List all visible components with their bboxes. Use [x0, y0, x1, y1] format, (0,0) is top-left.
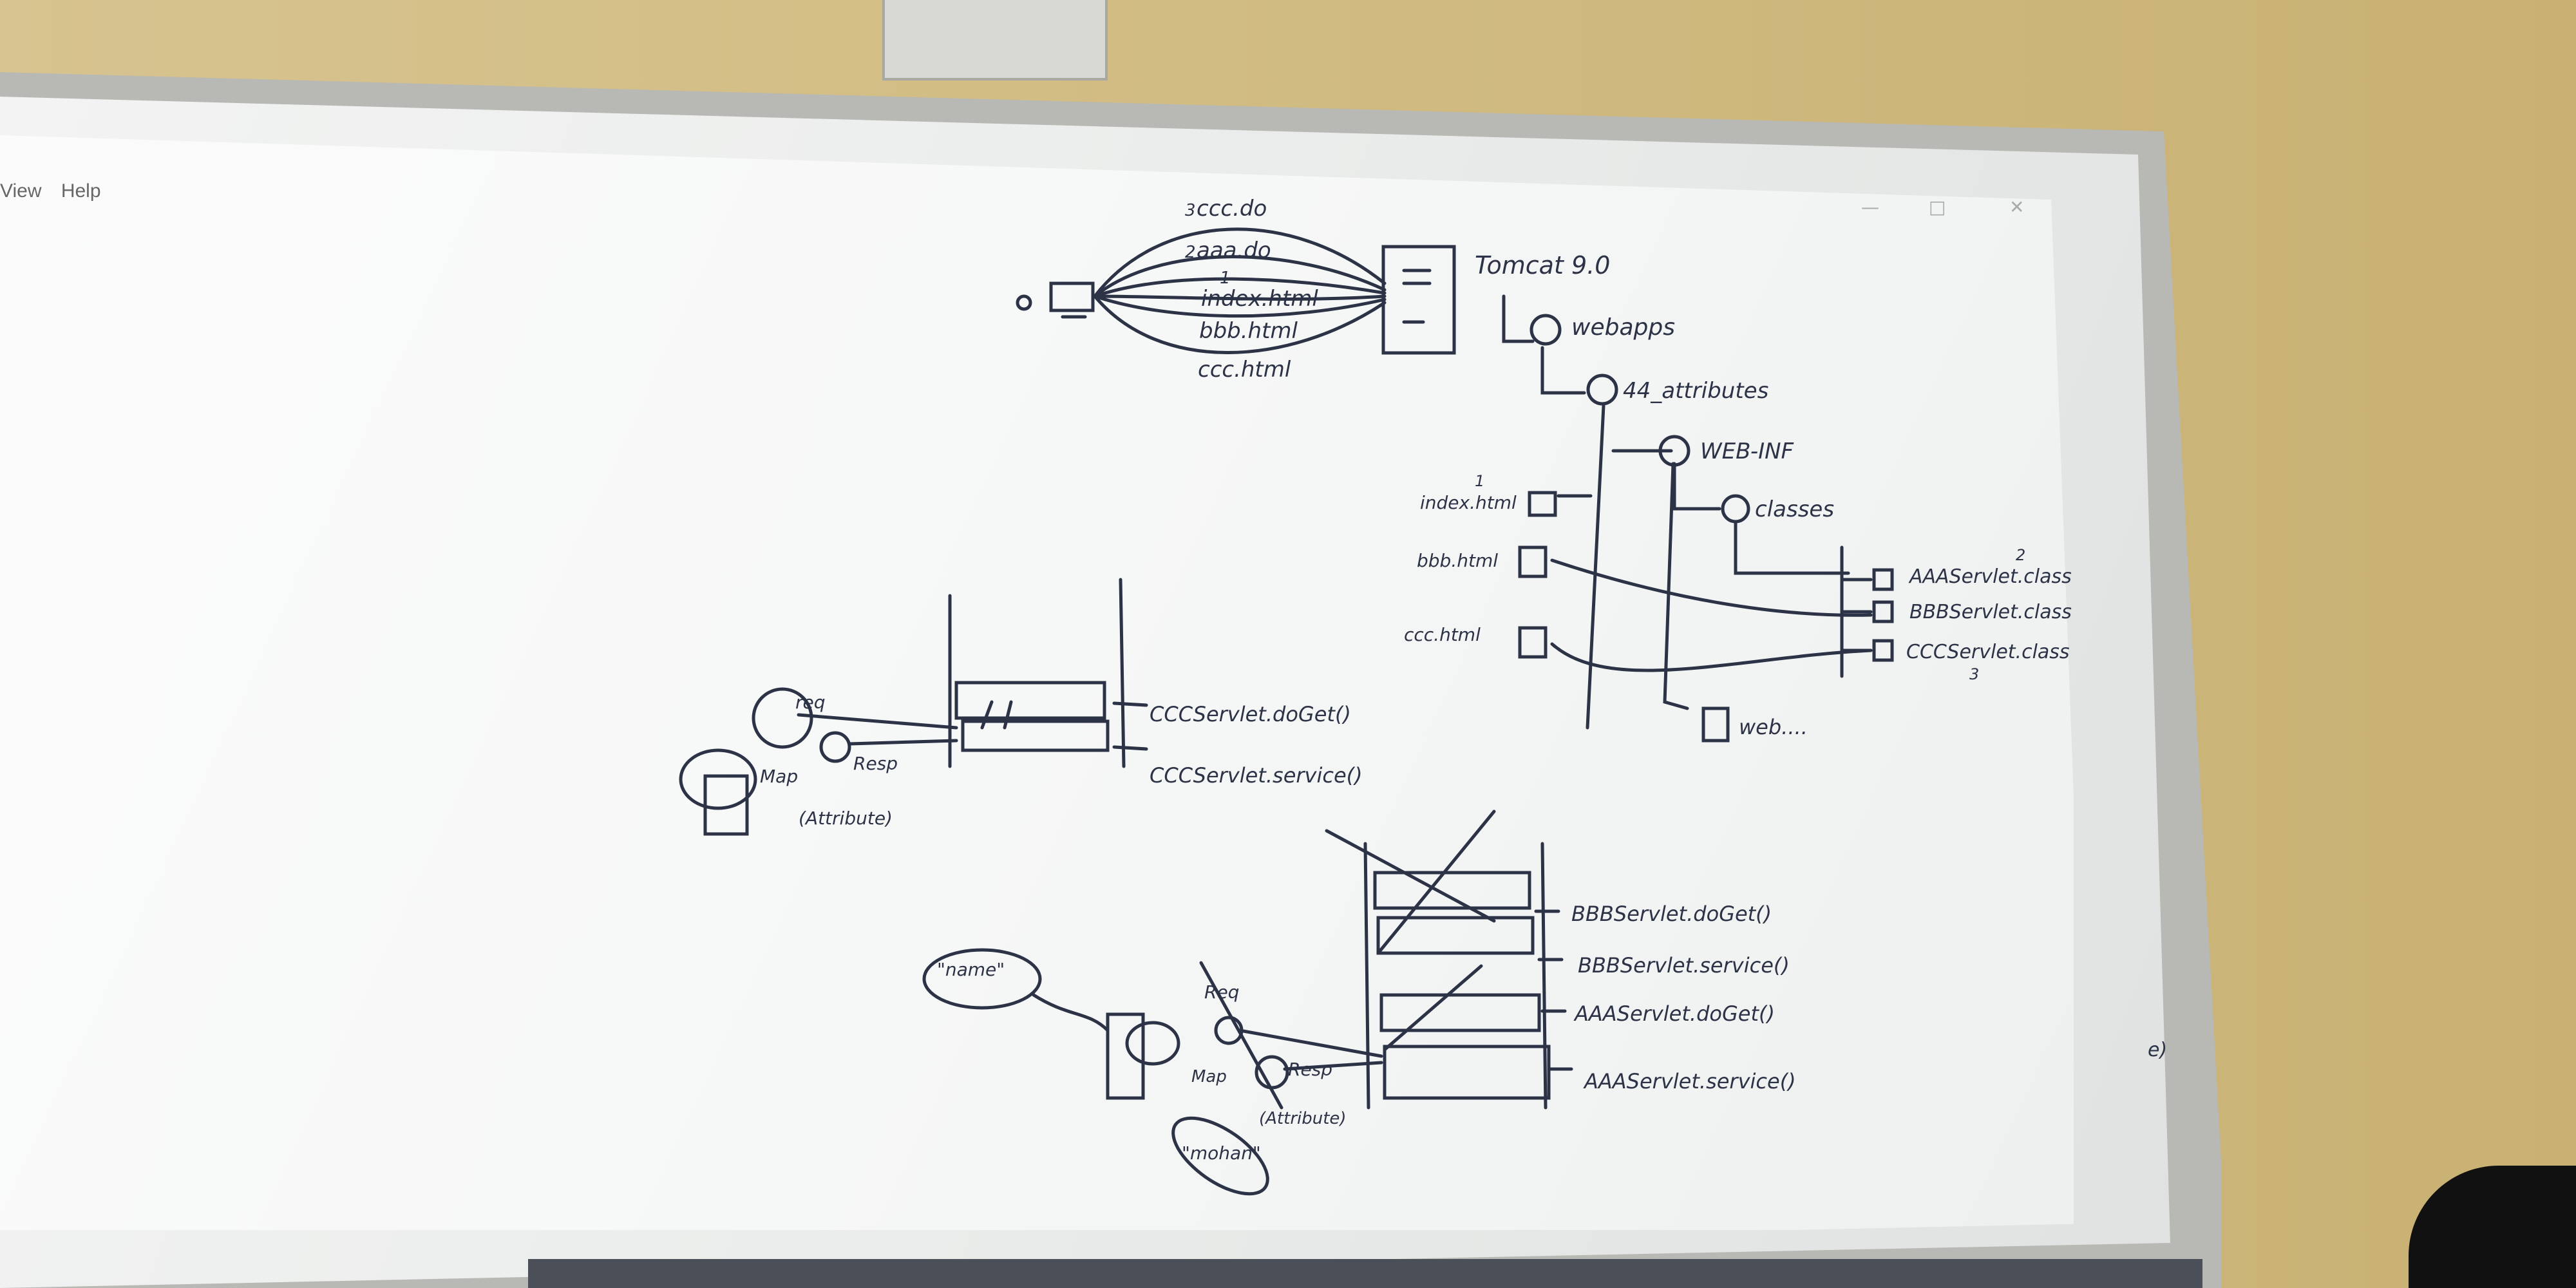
- menu-help[interactable]: Help: [61, 180, 101, 202]
- req-num-1: 1: [1220, 269, 1231, 288]
- ccc-service-frame: CCCServlet.service(): [1150, 763, 1363, 788]
- index-html-file: index.html: [1420, 492, 1517, 513]
- req-index-html-label: index.html: [1201, 286, 1318, 312]
- app-folder-label: 44_attributes: [1623, 378, 1768, 404]
- projector: [882, 0, 1108, 80]
- file-num-1: 1: [1475, 472, 1484, 490]
- webinf-label: WEB-INF: [1700, 439, 1794, 464]
- req-label-2: Req: [1204, 981, 1239, 1003]
- menu-view[interactable]: View: [0, 180, 42, 202]
- taskbar: [528, 1259, 2202, 1288]
- resp-label-1: Resp: [853, 753, 898, 774]
- attribute-label-2: (Attribute): [1259, 1109, 1347, 1128]
- webapps-label: webapps: [1571, 314, 1675, 341]
- ccc-servlet-class: CCCServlet.class: [1906, 641, 2070, 663]
- aaa-doget-frame: AAAServlet.doGet(): [1573, 1001, 1775, 1026]
- minimize-icon: —: [1861, 196, 1879, 218]
- ccc-html-file: ccc.html: [1404, 624, 1481, 645]
- req-num-3: 3: [1185, 201, 1196, 220]
- req-label-1: req: [795, 692, 826, 713]
- map-label-2: Map: [1191, 1067, 1227, 1086]
- mohan-value-label: "mohan": [1182, 1142, 1261, 1164]
- aaa-service-frame: AAAServlet.service(): [1583, 1069, 1796, 1094]
- bbb-service-frame: BBBServlet.service(): [1578, 953, 1790, 978]
- server-name: Tomcat 9.0: [1475, 251, 1610, 279]
- req-ccc-html-label: ccc.html: [1198, 357, 1291, 383]
- class-num-2: 2: [2016, 546, 2025, 564]
- close-icon: ✕: [2009, 196, 2025, 218]
- name-key-label: "name": [937, 959, 1005, 980]
- req-aaa-do-label: aaa.do: [1197, 238, 1271, 263]
- web-xml-label: web....: [1739, 715, 1808, 739]
- bbb-html-file: bbb.html: [1417, 550, 1498, 571]
- resp-label-2: Resp: [1288, 1059, 1332, 1080]
- class-num-3: 3: [1969, 665, 1979, 683]
- menu-bar: View Help: [0, 180, 115, 202]
- bbb-servlet-class: BBBServlet.class: [1909, 601, 2072, 623]
- classes-label: classes: [1755, 497, 1834, 522]
- aaa-servlet-class: AAAServlet.class: [1908, 565, 2072, 588]
- req-ccc-do-label: ccc.do: [1197, 196, 1267, 222]
- ccc-doget-frame: CCCServlet.doGet(): [1150, 702, 1351, 726]
- maximize-icon: □: [1929, 196, 1946, 218]
- client-computer-icon: [1049, 281, 1095, 312]
- req-num-2: 2: [1185, 243, 1196, 262]
- server-icon: [1381, 245, 1456, 355]
- bbb-doget-frame: BBBServlet.doGet(): [1571, 902, 1772, 926]
- stray-mark: e): [2148, 1039, 2167, 1061]
- req-bbb-html-label: bbb.html: [1199, 318, 1298, 344]
- map-label-1: Map: [760, 766, 798, 787]
- attribute-label-1: (Attribute): [799, 808, 893, 829]
